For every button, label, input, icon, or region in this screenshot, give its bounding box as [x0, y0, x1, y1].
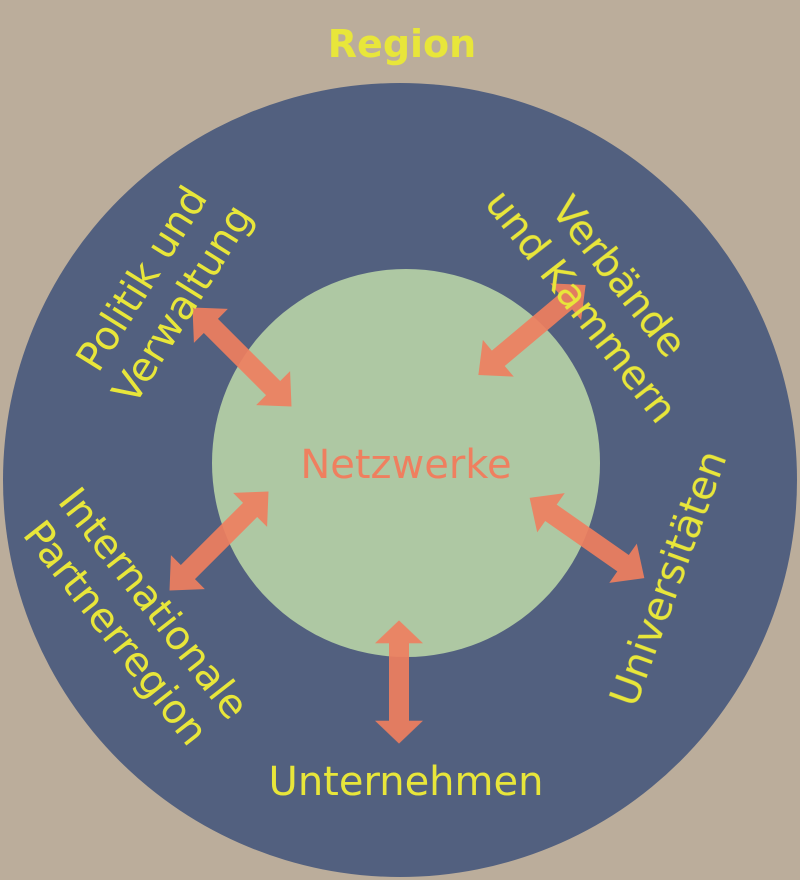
diagram-title: Region — [328, 22, 476, 66]
center-label: Netzwerke — [300, 442, 511, 488]
label-unternehmen: Unternehmen — [269, 759, 544, 805]
